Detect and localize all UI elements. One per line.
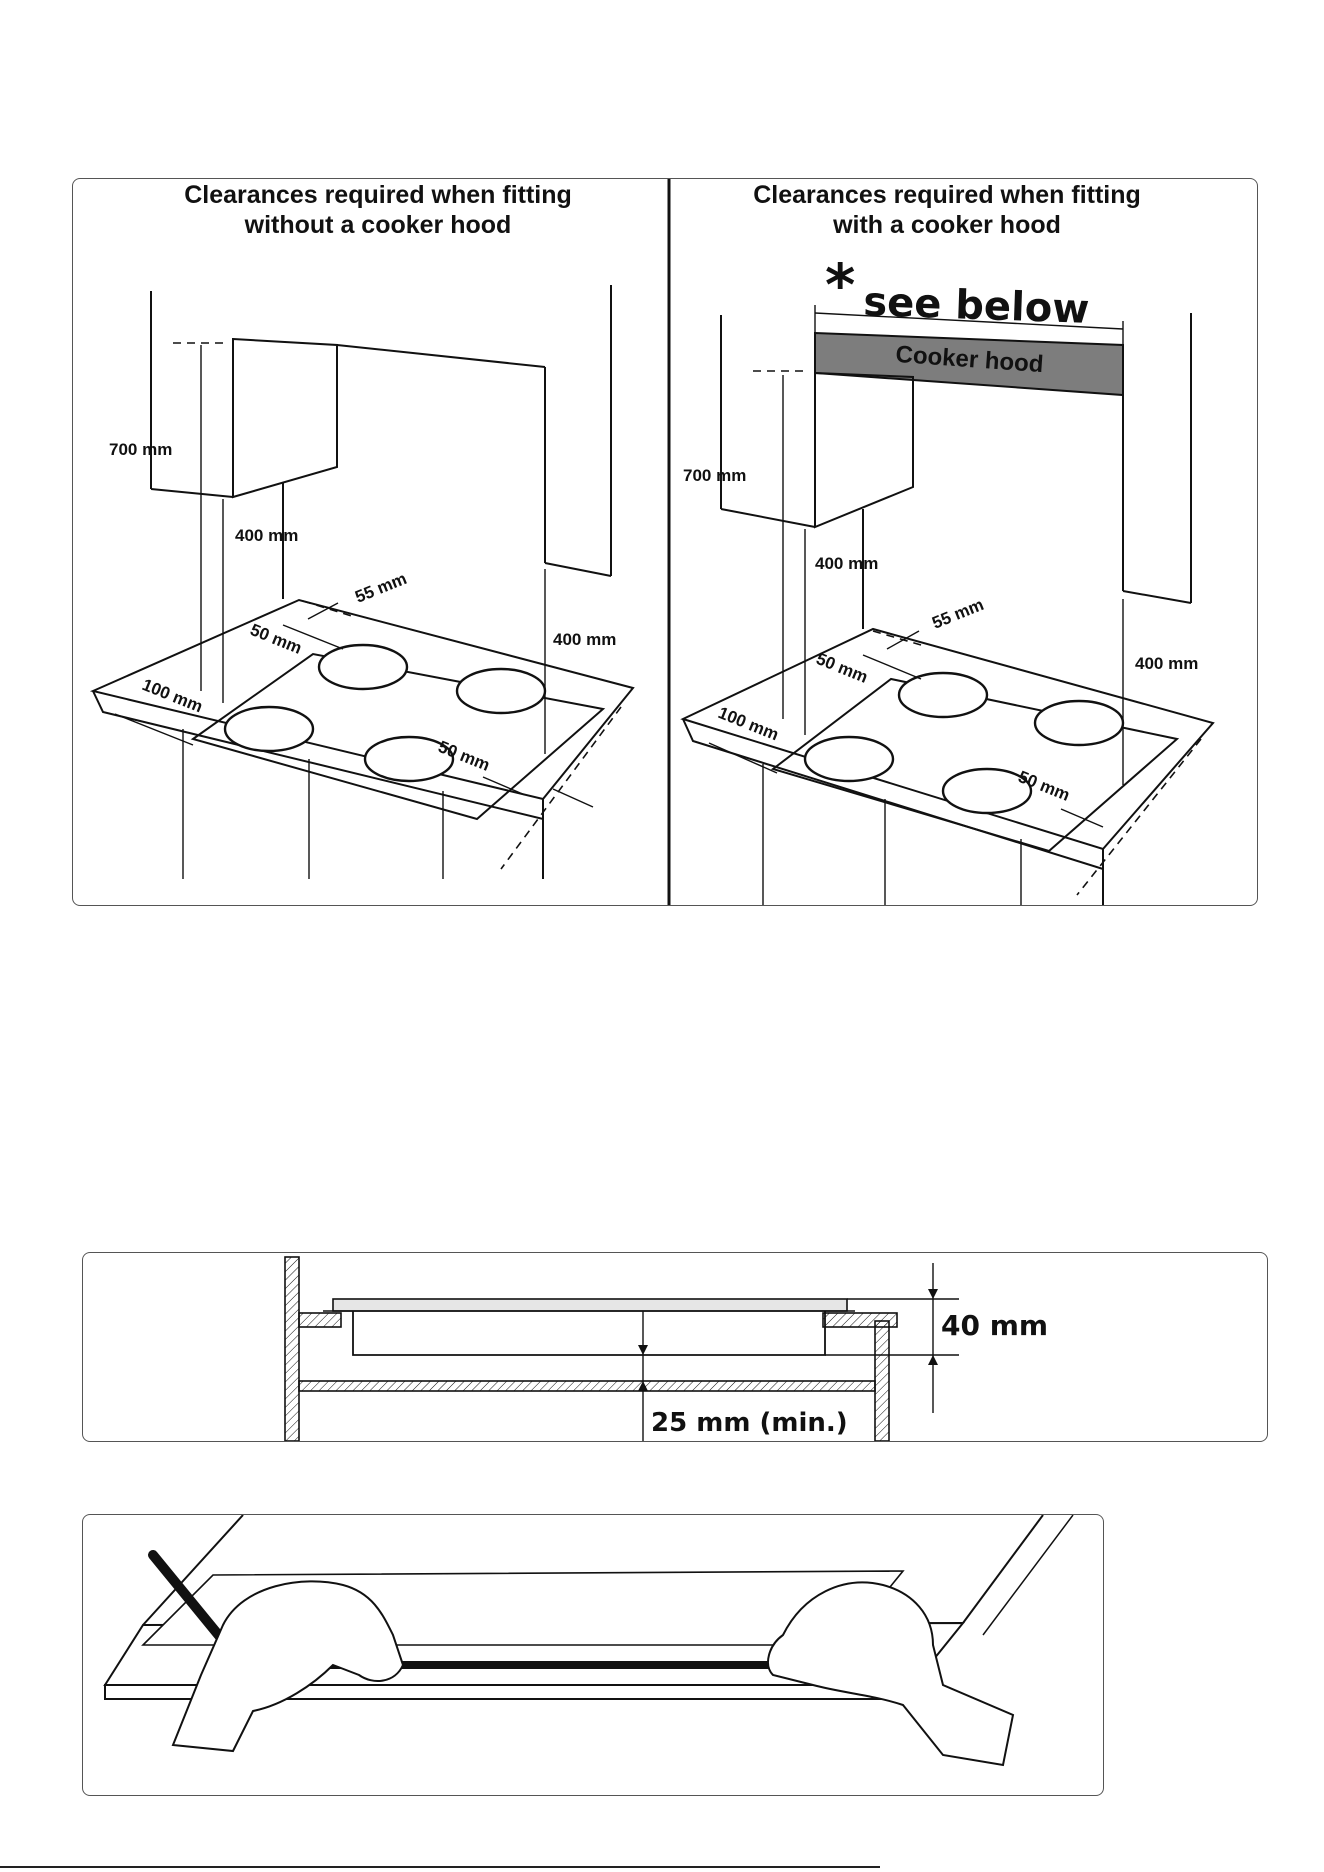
cross-section-diagram: 40 mm 25 mm (min.) [83, 1253, 1267, 1441]
seal-fitting-panel [82, 1514, 1104, 1796]
clearance-diagram: Clearances required when fitting without… [73, 179, 1257, 905]
dim-line-100-hood [709, 743, 777, 773]
right-hand [768, 1582, 1013, 1765]
label-40mm: 40 mm [941, 1309, 1048, 1342]
worktop-right [823, 1313, 897, 1327]
hob-plate [333, 1299, 847, 1311]
burner-front-left [225, 707, 313, 751]
with-hood-diagram: Clearances required when fitting with a … [683, 181, 1213, 905]
label-50mm-back: 50 mm [248, 620, 305, 658]
clearance-diagram-panel: Clearances required when fitting without… [72, 178, 1258, 906]
with-hood-title-line2: with a cooker hood [832, 211, 1061, 239]
wall-cabinet-hood [815, 373, 913, 527]
label-700mm-hood: 700 mm [683, 466, 746, 485]
see-below-note: see below [863, 279, 1090, 333]
burner-rear-right [457, 669, 545, 713]
footer-rule [0, 1866, 880, 1868]
burner-rear-right-hood [1035, 701, 1123, 745]
with-hood-title-line1: Clearances required when fitting [753, 181, 1141, 209]
cabinet-side-right [875, 1321, 889, 1441]
label-400mm-right: 400 mm [553, 630, 616, 649]
wall-cabinet [233, 339, 337, 497]
label-55mm: 55 mm [352, 569, 409, 607]
hob-body [353, 1311, 825, 1355]
label-400mm-left: 400 mm [235, 526, 298, 545]
dim-line-100 [115, 714, 193, 745]
shelf [299, 1381, 875, 1391]
burner-rear-left [319, 645, 407, 689]
worktop-left [299, 1313, 341, 1327]
label-700mm: 700 mm [109, 440, 172, 459]
see-below-asterisk: * [825, 251, 855, 319]
label-25mm-min: 25 mm (min.) [651, 1408, 848, 1438]
without-hood-title-line2: without a cooker hood [244, 211, 512, 239]
without-hood-title-line1: Clearances required when fitting [184, 181, 572, 209]
label-400mm-right-hood: 400 mm [1135, 654, 1198, 673]
without-hood-diagram: Clearances required when fitting without… [93, 181, 633, 879]
cabinet-side-left [285, 1257, 299, 1441]
cross-section-panel: 40 mm 25 mm (min.) [82, 1252, 1268, 1442]
dim-line-50-side-hood [1061, 809, 1103, 827]
label-55mm-hood: 55 mm [929, 595, 986, 633]
burner-front-left-hood [805, 737, 893, 781]
label-50mm-back-hood: 50 mm [814, 649, 871, 687]
wall-line [337, 345, 545, 367]
burner-front-right-hood [943, 769, 1031, 813]
seal-fitting-illustration [83, 1515, 1103, 1795]
burner-rear-left-hood [899, 673, 987, 717]
label-400mm-left-hood: 400 mm [815, 554, 878, 573]
dim-line-50-back-hood [863, 655, 921, 679]
